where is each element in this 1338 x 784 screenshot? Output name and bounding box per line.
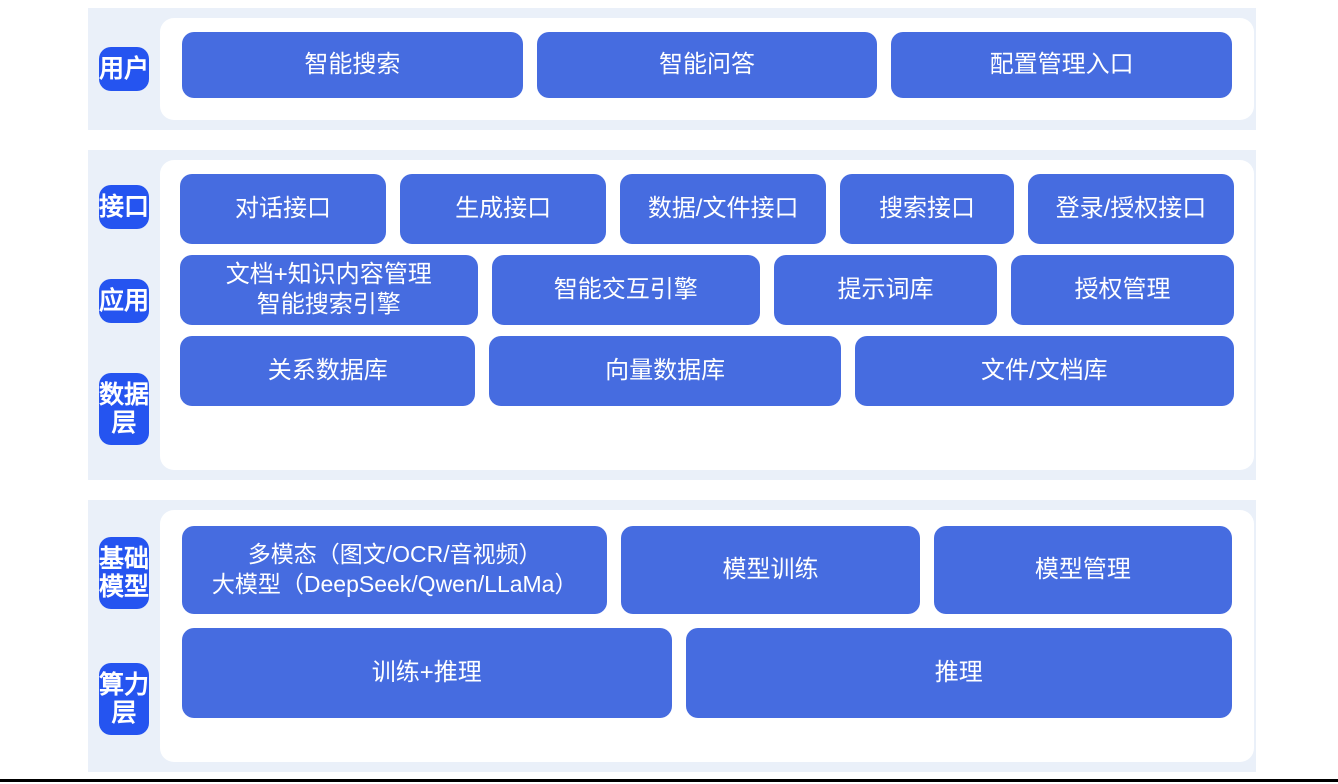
- tier-row-user-entries: 智能搜索智能问答配置管理入口: [182, 32, 1233, 98]
- tier-row-data: 关系数据库向量数据库文件/文档库: [180, 336, 1234, 406]
- capability-box-model-2[interactable]: 模型管理: [933, 526, 1232, 614]
- capability-box-user-entries-2[interactable]: 配置管理入口: [891, 32, 1233, 98]
- tier-label-platform-2[interactable]: 数据层: [99, 373, 149, 445]
- capability-box-application-1[interactable]: 智能交互引擎: [491, 255, 761, 325]
- tier-band-infrastructure: 基础模型算力层多模态（图文/OCR/音视频） 大模型（DeepSeek/Qwen…: [88, 500, 1256, 772]
- capability-box-interface-1[interactable]: 生成接口: [400, 174, 607, 244]
- capability-box-interface-2[interactable]: 数据/文件接口: [620, 174, 827, 244]
- tier-label-infrastructure-0[interactable]: 基础模型: [99, 537, 149, 609]
- tier-row-application: 文档+知识内容管理 智能搜索引擎智能交互引擎提示词库授权管理: [180, 255, 1234, 325]
- tier-row-interface: 对话接口生成接口数据/文件接口搜索接口登录/授权接口: [180, 174, 1234, 244]
- capability-box-interface-3[interactable]: 搜索接口: [840, 174, 1014, 244]
- tier-band-platform: 接口应用数据层对话接口生成接口数据/文件接口搜索接口登录/授权接口文档+知识内容…: [88, 150, 1256, 480]
- tier-panel-infrastructure: 多模态（图文/OCR/音视频） 大模型（DeepSeek/Qwen/LLaMa）…: [160, 510, 1254, 762]
- page-bottom-rule: [0, 779, 1338, 782]
- capability-box-compute-0[interactable]: 训练+推理: [182, 628, 672, 718]
- tier-panel-user: 智能搜索智能问答配置管理入口: [160, 18, 1254, 120]
- capability-box-data-0[interactable]: 关系数据库: [180, 336, 476, 406]
- capability-box-compute-1[interactable]: 推理: [685, 628, 1232, 718]
- tier-panel-platform: 对话接口生成接口数据/文件接口搜索接口登录/授权接口文档+知识内容管理 智能搜索…: [160, 160, 1254, 470]
- capability-box-data-2[interactable]: 文件/文档库: [854, 336, 1234, 406]
- capability-box-data-1[interactable]: 向量数据库: [489, 336, 841, 406]
- capability-box-application-2[interactable]: 提示词库: [774, 255, 998, 325]
- capability-box-interface-0[interactable]: 对话接口: [180, 174, 387, 244]
- tier-label-column-infrastructure: 基础模型算力层: [88, 500, 160, 772]
- tier-label-user-0[interactable]: 用户: [99, 47, 149, 91]
- tier-row-model: 多模态（图文/OCR/音视频） 大模型（DeepSeek/Qwen/LLaMa）…: [182, 526, 1232, 614]
- capability-box-model-1[interactable]: 模型训练: [621, 526, 920, 614]
- tier-label-column-user: 用户: [88, 8, 160, 130]
- tier-band-user: 用户智能搜索智能问答配置管理入口: [88, 8, 1256, 130]
- capability-box-application-3[interactable]: 授权管理: [1011, 255, 1234, 325]
- tier-label-infrastructure-1[interactable]: 算力层: [99, 663, 149, 735]
- capability-box-interface-4[interactable]: 登录/授权接口: [1027, 174, 1234, 244]
- tier-label-platform-1[interactable]: 应用: [99, 279, 149, 323]
- capability-box-model-0[interactable]: 多模态（图文/OCR/音视频） 大模型（DeepSeek/Qwen/LLaMa）: [182, 526, 608, 614]
- capability-box-application-0[interactable]: 文档+知识内容管理 智能搜索引擎: [180, 255, 478, 325]
- capability-box-user-entries-0[interactable]: 智能搜索: [182, 32, 523, 98]
- tier-label-column-platform: 接口应用数据层: [88, 150, 160, 480]
- tier-row-compute: 训练+推理推理: [182, 628, 1232, 718]
- tier-label-platform-0[interactable]: 接口: [99, 185, 149, 229]
- capability-box-user-entries-1[interactable]: 智能问答: [536, 32, 878, 98]
